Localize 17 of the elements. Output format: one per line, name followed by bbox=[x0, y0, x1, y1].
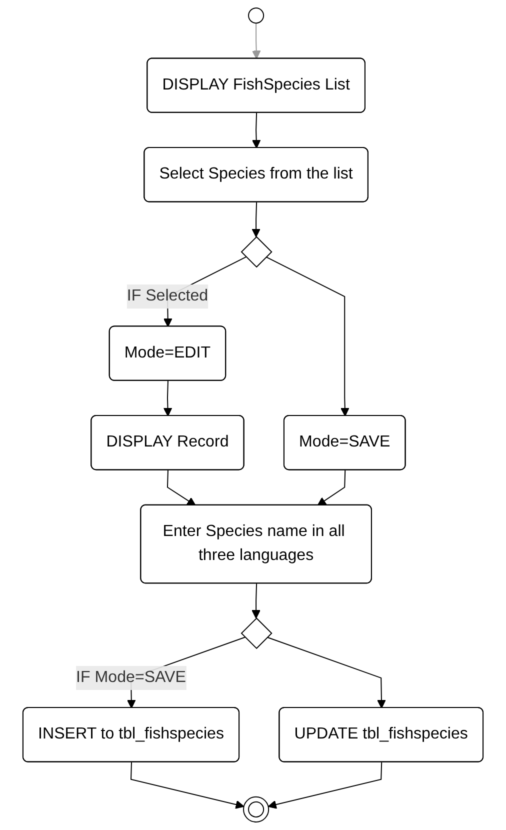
arrow bbox=[163, 380, 172, 416]
node-circle bbox=[243, 796, 270, 822]
arrow bbox=[252, 112, 261, 148]
arrow bbox=[266, 636, 386, 708]
arrow bbox=[252, 202, 260, 238]
arrow bbox=[268, 762, 382, 809]
arrow bbox=[252, 23, 261, 60]
arrow bbox=[317, 470, 346, 506]
edge-label: IF Selected bbox=[126, 288, 208, 305]
edge-label: IF Mode=SAVE bbox=[76, 668, 186, 686]
arrow bbox=[130, 762, 244, 809]
arrow bbox=[252, 584, 260, 619]
arrow bbox=[166, 470, 196, 506]
node-circle bbox=[248, 8, 264, 24]
node-diamond bbox=[240, 236, 272, 268]
arrow bbox=[266, 256, 350, 416]
node-diamond bbox=[240, 618, 272, 650]
